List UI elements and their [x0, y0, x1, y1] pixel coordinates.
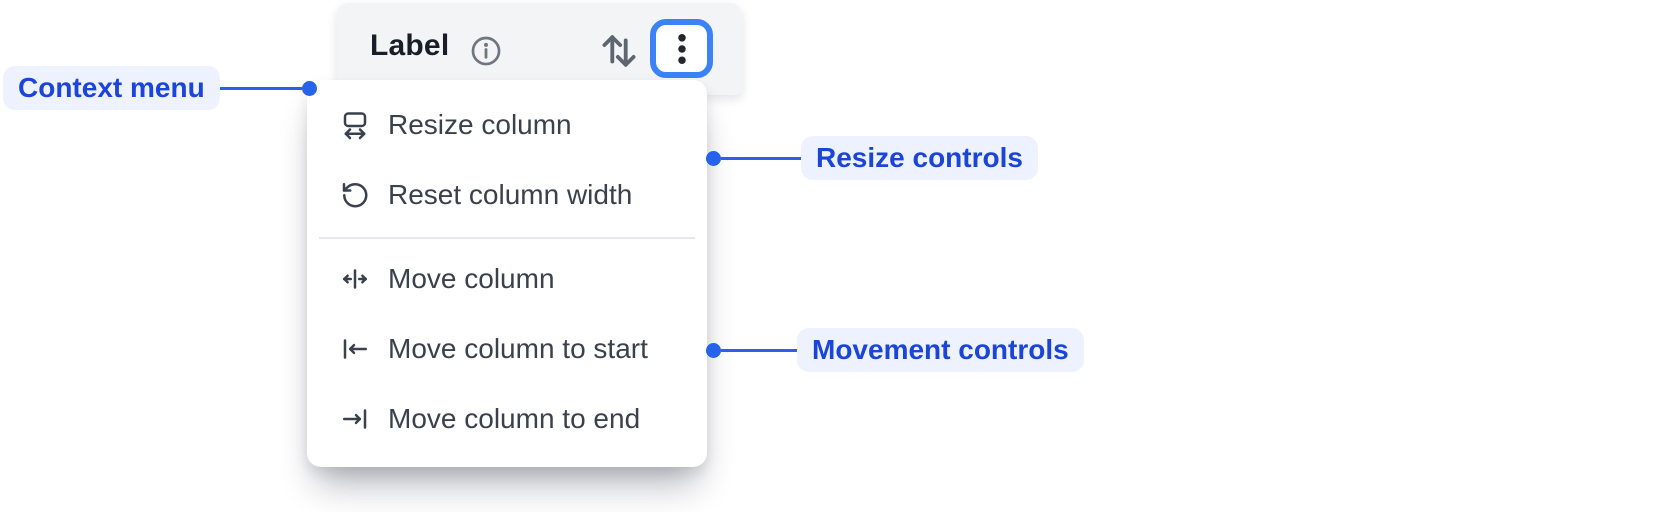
swap-vertical-sort-icon[interactable] [596, 28, 642, 74]
annotation-resize-controls: Resize controls [706, 136, 1038, 180]
annotation-connector-line [721, 156, 801, 160]
annotation-connector-dot [301, 80, 317, 96]
menu-item-move-column[interactable]: Move column [307, 251, 707, 307]
annotation-label: Resize controls [801, 136, 1038, 180]
move-column-to-start-icon [343, 339, 367, 359]
annotation-connector-dot [706, 342, 721, 358]
annotation-movement-controls: Movement controls [706, 328, 1084, 372]
annotation-label: Movement controls [797, 328, 1084, 372]
menu-item-move-column-to-end[interactable]: Move column to end [307, 391, 707, 447]
move-column-icon [343, 269, 367, 289]
resize-column-icon [343, 112, 367, 140]
annotation-label: Context menu [3, 66, 220, 110]
move-column-to-end-icon [343, 409, 367, 429]
menu-item-label: Move column to start [388, 333, 648, 364]
menu-item-reset-column-width[interactable]: Reset column width [307, 167, 707, 223]
annotation-connector-dot [706, 150, 721, 166]
info-circle-icon[interactable] [469, 34, 503, 68]
annotation-connector-line [721, 348, 797, 352]
menu-item-move-column-to-start[interactable]: Move column to start [307, 321, 707, 377]
menu-item-label: Move column [388, 263, 555, 294]
menu-item-label: Resize column [388, 109, 572, 140]
kebab-menu-icon [677, 33, 686, 64]
column-header-title: Label [370, 29, 450, 62]
reset-column-width-icon [342, 182, 368, 208]
annotation-context-menu: Context menu [3, 66, 317, 110]
menu-item-label: Move column to end [388, 403, 641, 434]
annotation-connector-line [219, 86, 302, 90]
kebab-menu-button[interactable] [650, 19, 713, 78]
context-menu: Resize column Reset column width [307, 80, 707, 467]
menu-item-label: Reset column width [388, 179, 633, 210]
menu-divider [319, 237, 695, 239]
menu-item-resize-column[interactable]: Resize column [307, 97, 707, 153]
